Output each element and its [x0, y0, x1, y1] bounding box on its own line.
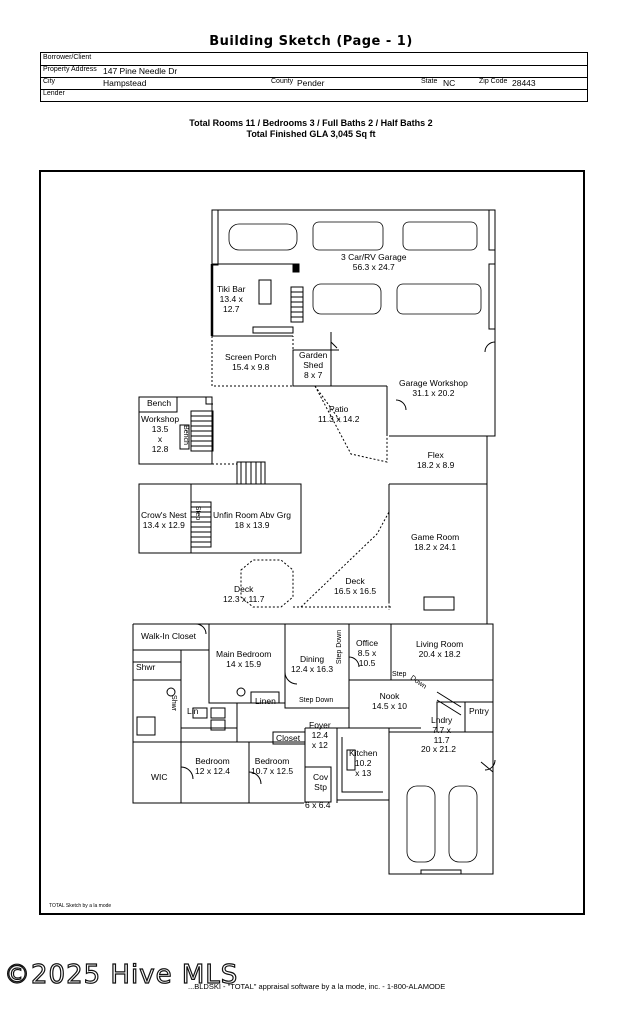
lender-label: Lender	[43, 90, 65, 97]
label-walk-in-closet: Walk-In Closet	[141, 631, 196, 641]
county-value: Pender	[297, 78, 325, 88]
summary-rooms: Total Rooms 11 / Bedrooms 3 / Full Baths…	[189, 118, 433, 128]
page-title: Building Sketch (Page - 1)	[209, 34, 413, 49]
zip-label: Zip Code	[479, 78, 508, 85]
county-label: County	[271, 78, 294, 85]
lender-row: Lender	[41, 89, 587, 101]
address-row: Property Address 147 Pine Needle Dr	[41, 65, 587, 78]
property-header-table: Borrower/Client Property Address 147 Pin…	[40, 52, 588, 102]
label-wic: WIC	[151, 772, 168, 782]
floor-plan-drawing	[132, 209, 496, 875]
label-pntry: Pntry	[469, 706, 489, 716]
label-shwr: Shwr	[136, 662, 156, 672]
label-bench: Bench	[147, 398, 172, 408]
label-step-down-horizontal: Step Down	[299, 697, 334, 704]
label-cov-stp-dim: 6 x 6.4	[305, 800, 331, 810]
borrower-row: Borrower/Client	[41, 53, 587, 66]
label-lin: Lin	[187, 706, 199, 716]
sketch-credit: TOTAL Sketch by a la mode	[49, 903, 112, 909]
zip-value: 28443	[512, 78, 536, 88]
label-closet: Closet	[276, 733, 301, 743]
address-label: Property Address	[43, 66, 97, 73]
label-step-down-1: Step	[392, 671, 407, 678]
state-label: State	[421, 78, 438, 85]
borrower-label: Borrower/Client	[43, 54, 92, 61]
label-bench-vertical: Bench	[181, 425, 189, 445]
city-value: Hampstead	[103, 78, 147, 88]
page-footer: ...BLDSKI - "TOTAL" appraisal software b…	[188, 982, 446, 991]
label-step: Step	[194, 505, 202, 521]
summary-gla: Total Finished GLA 3,045 Sq ft	[246, 129, 376, 139]
city-label: City	[43, 78, 56, 85]
label-step-down-vertical: Step Down	[336, 629, 344, 665]
label-linen: Linen	[255, 696, 276, 706]
label-garage-2: 20 x 21.2	[421, 744, 456, 754]
label-shwr-vertical: Shwr	[169, 695, 177, 711]
address-value: 147 Pine Needle Dr	[103, 66, 178, 76]
state-value: NC	[443, 78, 456, 88]
city-row: City Hampstead County Pender State NC Zi…	[41, 77, 587, 90]
watermark: ©2025 Hive MLS	[3, 959, 239, 990]
